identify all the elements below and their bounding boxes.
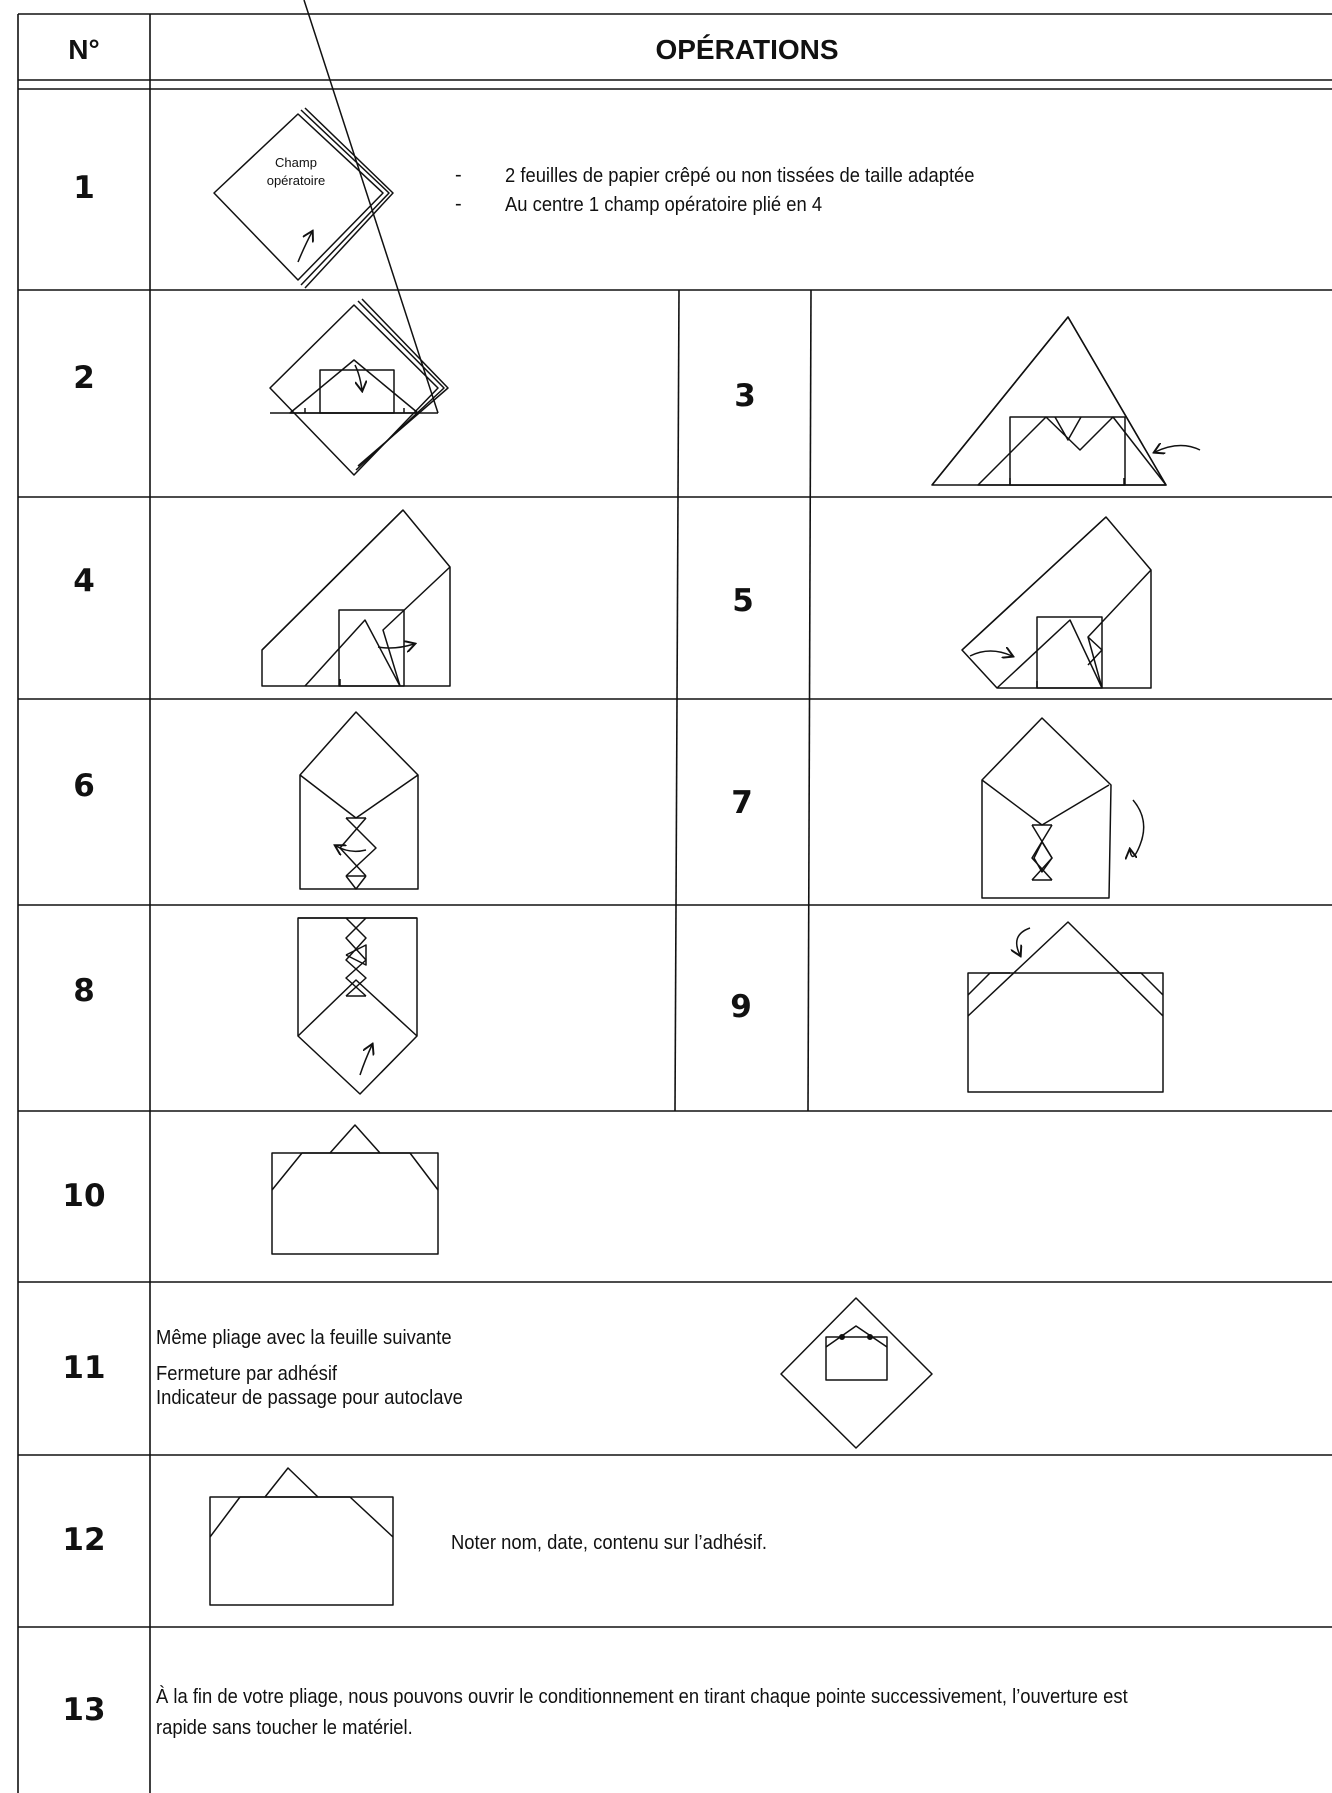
step-6-diagram bbox=[300, 712, 418, 889]
step-2-diagram bbox=[270, 0, 448, 475]
step-8-diagram bbox=[298, 918, 417, 1094]
step-1-diagram: Champ opératoire bbox=[214, 108, 393, 288]
step-1-diagram-label: Champ bbox=[275, 155, 317, 170]
step-9-diagram bbox=[968, 922, 1163, 1092]
step-11-diagram bbox=[781, 1298, 932, 1448]
step-1-diagram-label: opératoire bbox=[267, 173, 326, 188]
step-7-diagram bbox=[982, 718, 1144, 898]
step-3-diagram bbox=[932, 317, 1200, 485]
step-5-diagram bbox=[962, 517, 1151, 688]
step-12-diagram bbox=[210, 1468, 393, 1605]
step-4-diagram bbox=[262, 510, 450, 686]
step-10-diagram bbox=[272, 1125, 438, 1254]
